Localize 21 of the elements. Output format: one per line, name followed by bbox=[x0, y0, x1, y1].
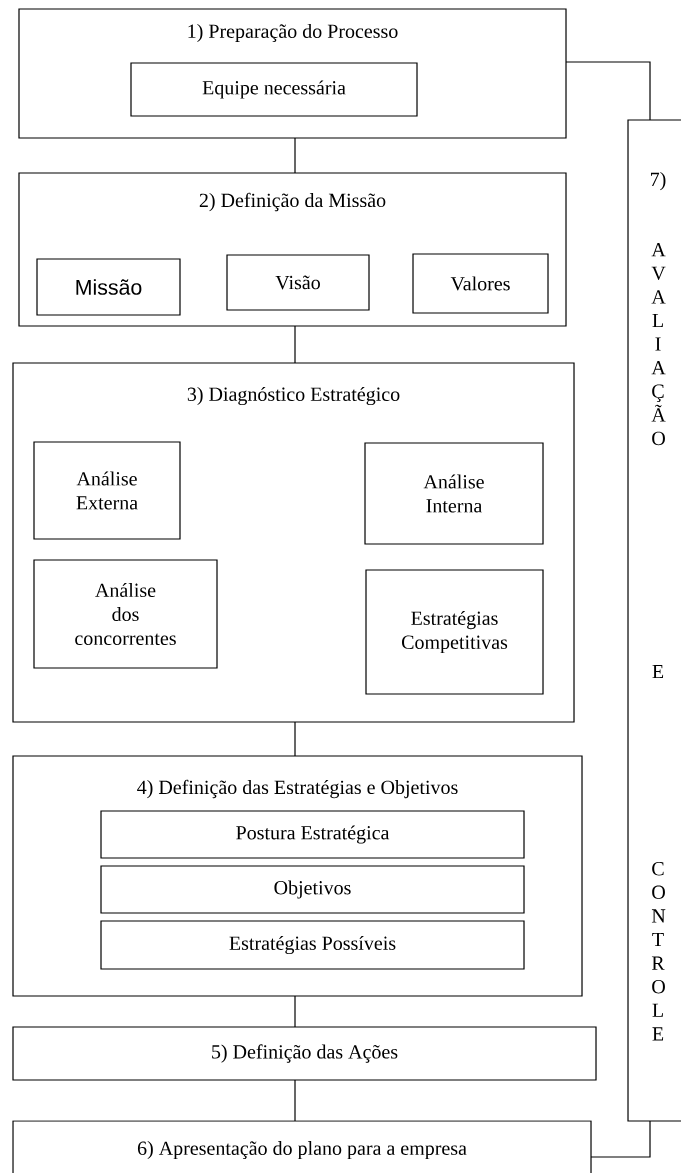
process-box: 5) Definição das Ações bbox=[12, 1026, 597, 1081]
connector-line bbox=[294, 137, 296, 174]
connector-line bbox=[294, 721, 296, 757]
connector-line bbox=[294, 1079, 296, 1122]
process-box: Estratégias Competitivas bbox=[365, 569, 544, 695]
process-box: Postura Estratégica bbox=[100, 810, 525, 859]
process-box: Análise dos concorrentes bbox=[33, 559, 218, 669]
process-box: Análise Externa bbox=[33, 441, 181, 540]
process-box: Objetivos bbox=[100, 865, 525, 914]
step-box: 6) Apresentação do plano para a empresa bbox=[12, 1120, 592, 1173]
process-box: Valores bbox=[412, 253, 549, 314]
process-box: Equipe necessária bbox=[130, 62, 418, 117]
process-box: Visão bbox=[226, 254, 370, 311]
connector-line bbox=[590, 1120, 651, 1158]
connector-line bbox=[294, 325, 296, 364]
evaluation-band: 7) AVALIAÇÃO E CONTROLE bbox=[627, 119, 681, 1122]
process-box: Missão bbox=[36, 258, 181, 316]
connector-line bbox=[294, 995, 296, 1028]
connector-line bbox=[565, 61, 651, 121]
process-box: Análise Interna bbox=[364, 442, 544, 545]
process-box: Estratégias Possíveis bbox=[100, 920, 525, 970]
